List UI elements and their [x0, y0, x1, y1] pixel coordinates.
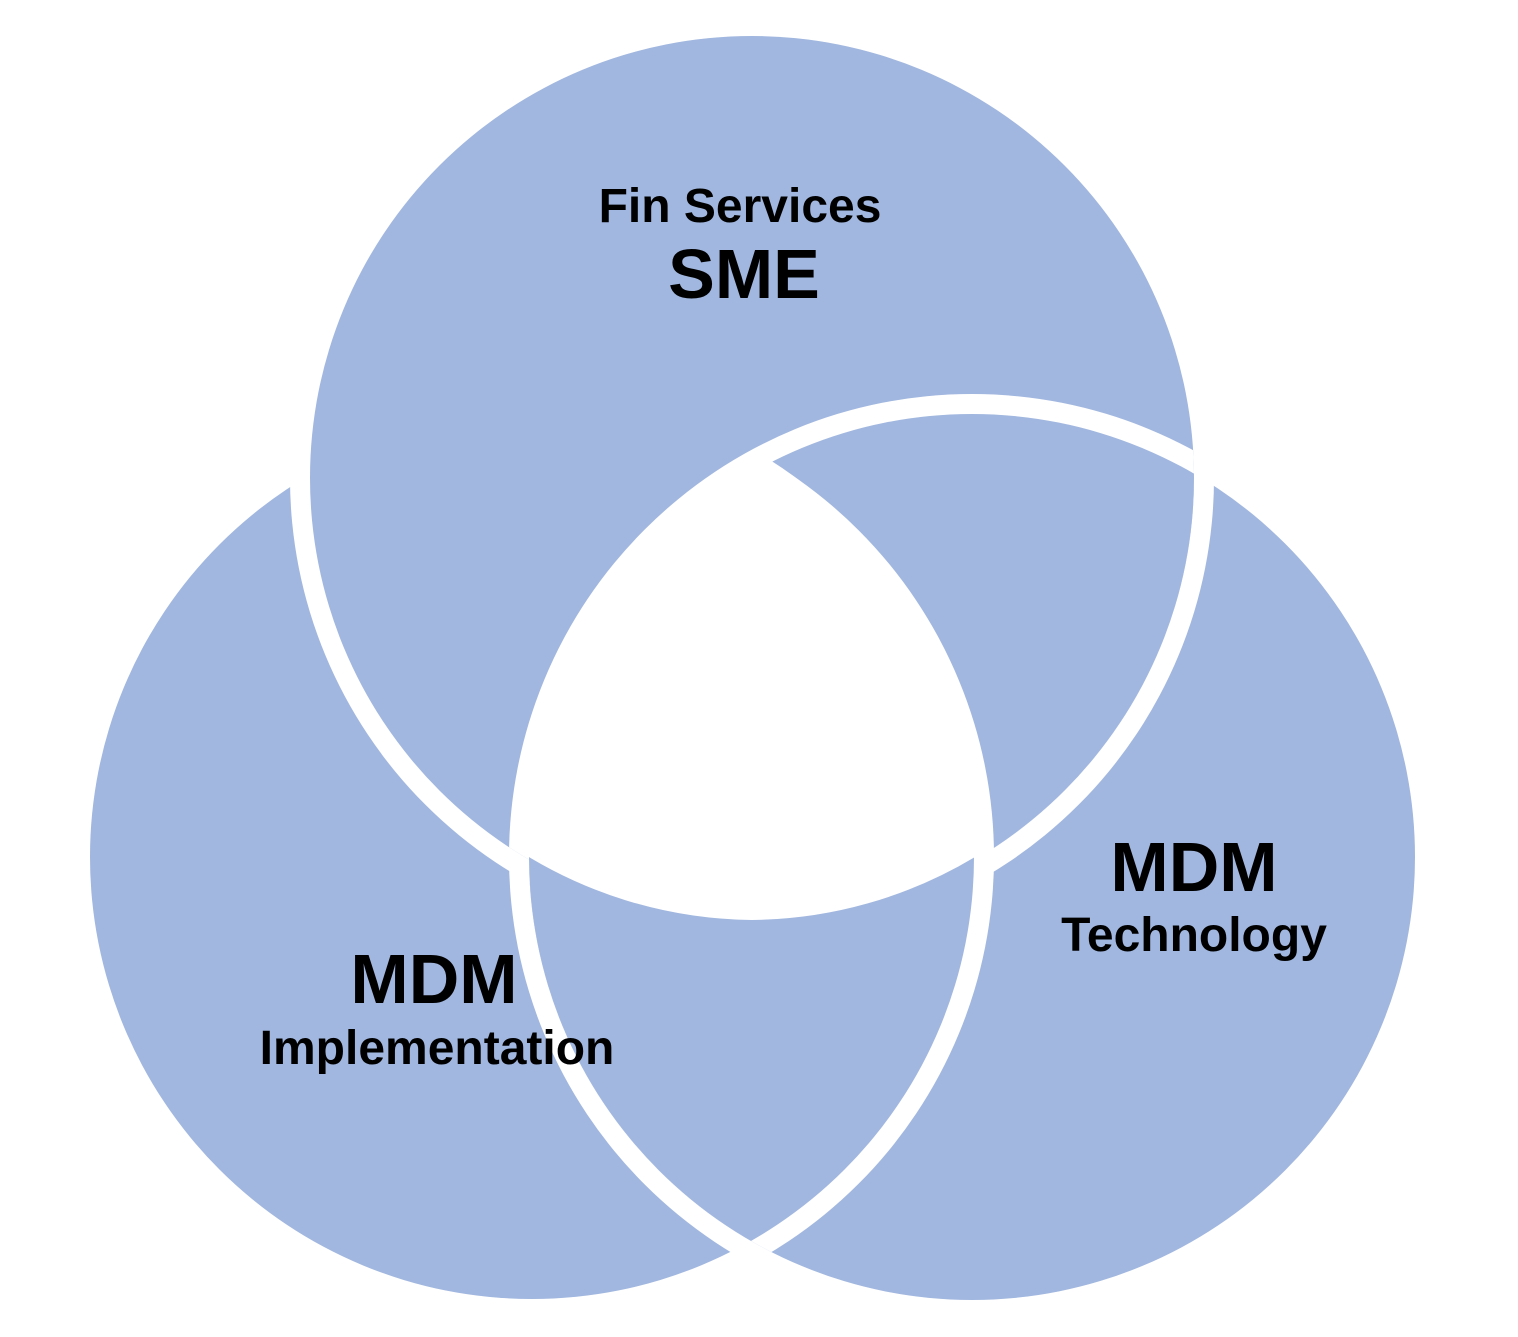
label-left-line1: MDM — [350, 940, 517, 1018]
label-right-line2: Technology — [1061, 909, 1327, 962]
label-top-line2: SME — [668, 235, 820, 313]
center-intersection — [510, 460, 976, 920]
label-left-line2: Implementation — [260, 1022, 615, 1075]
label-right-line1: MDM — [1110, 828, 1277, 906]
label-top-line1: Fin Services — [599, 180, 882, 233]
